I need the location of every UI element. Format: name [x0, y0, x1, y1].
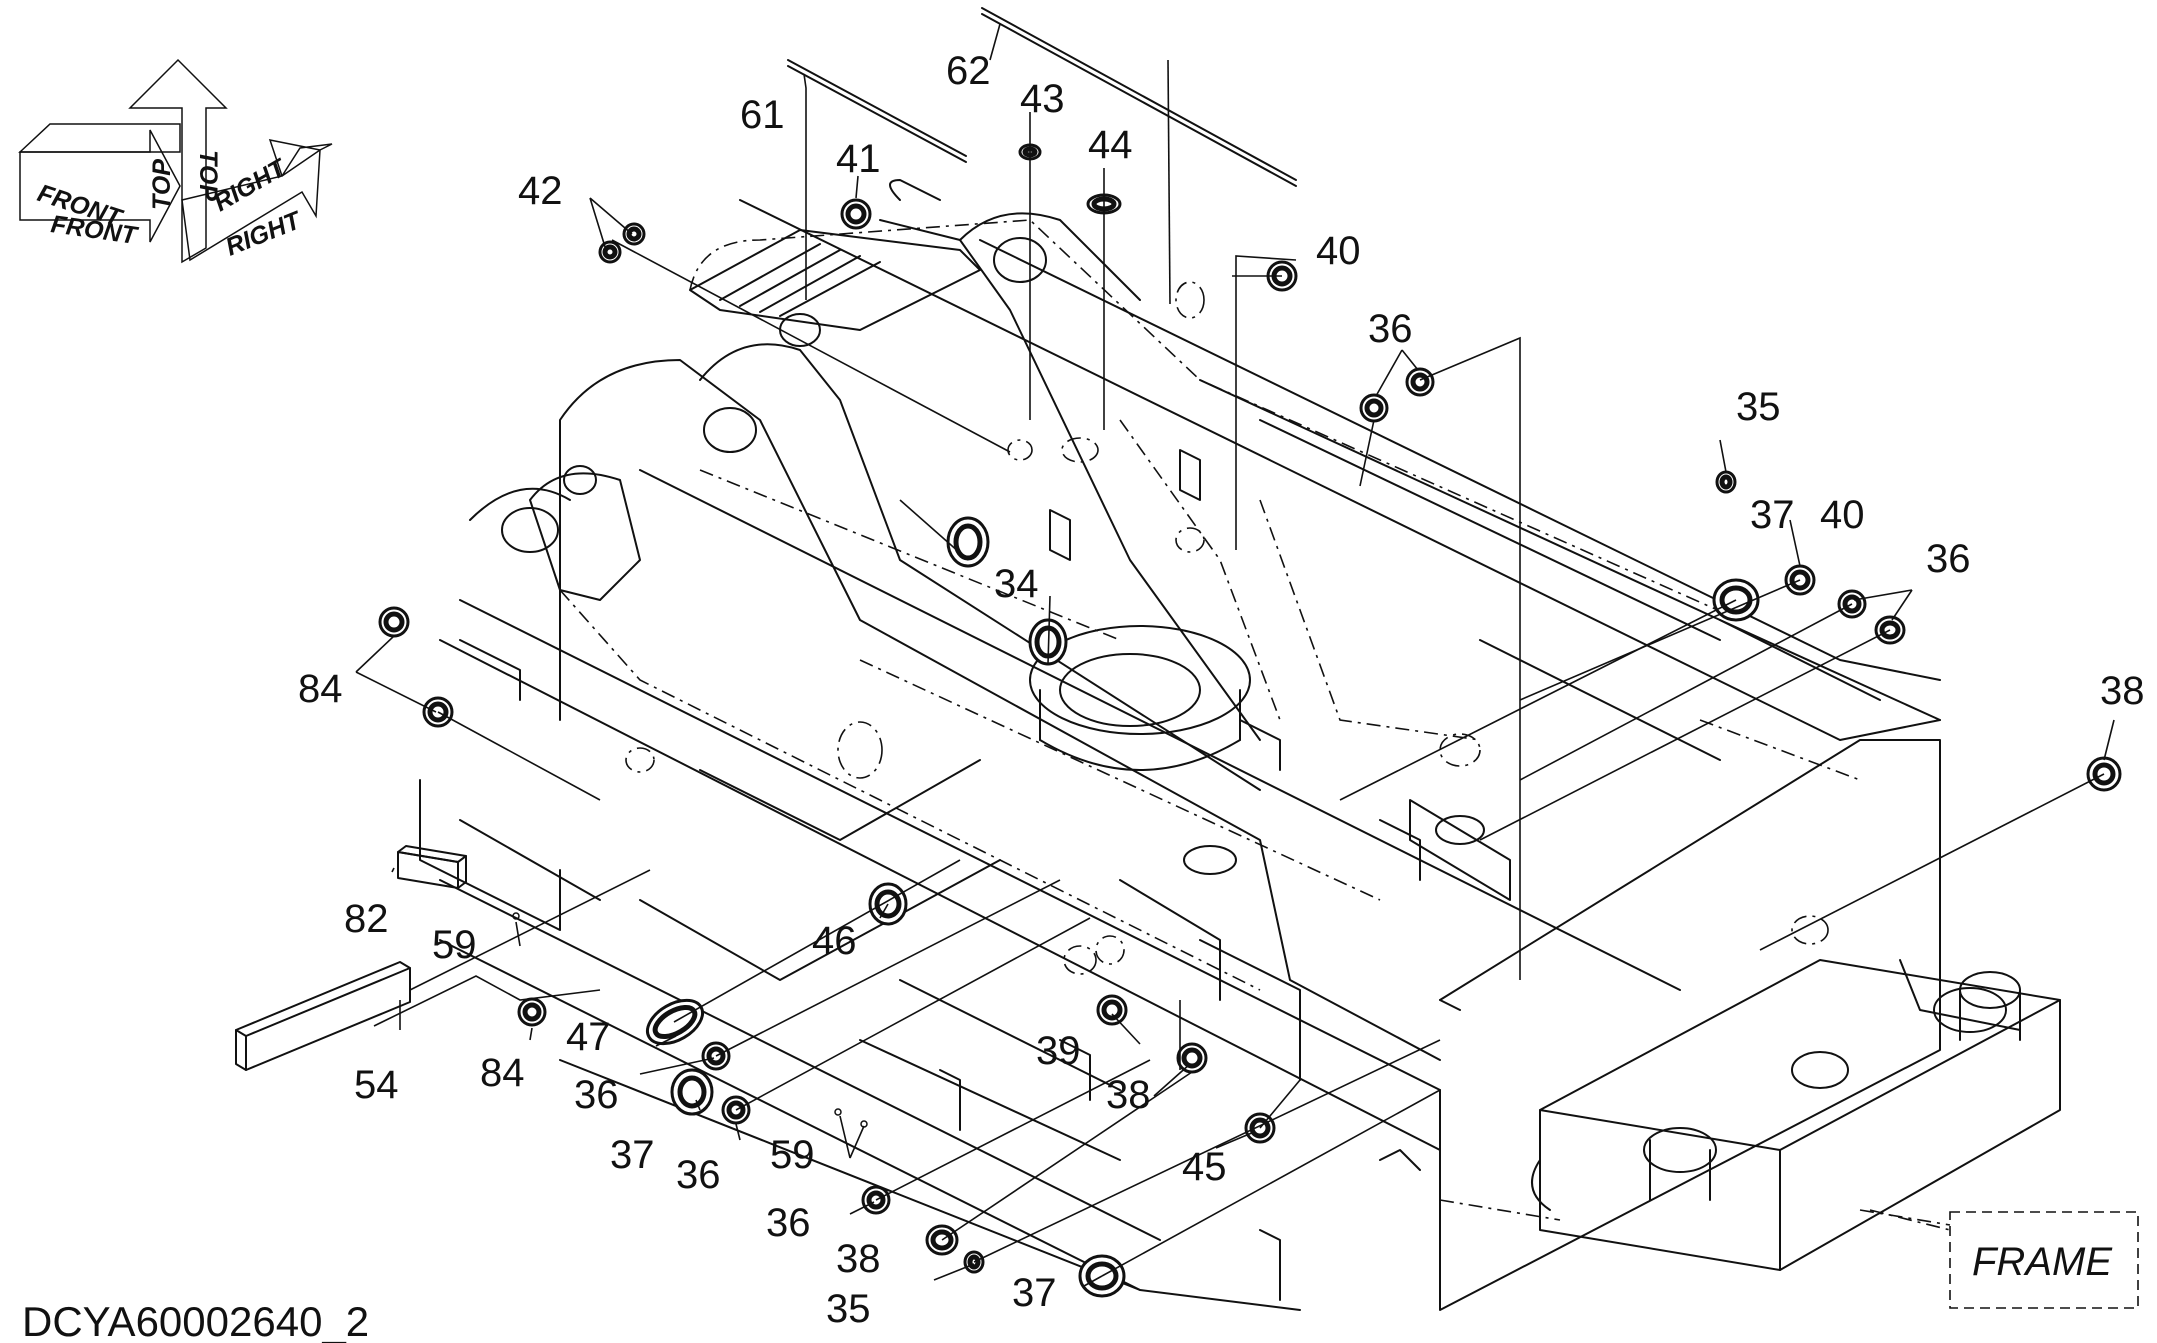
- frame-label: FRAME: [1972, 1240, 2113, 1284]
- front-label-lower: FRONT: [49, 210, 141, 250]
- callout-82: 82: [344, 897, 389, 941]
- callout-36-upper: 36: [1368, 307, 1413, 351]
- leader-lines: [355, 23, 2115, 1287]
- grommet-38b: [1176, 1042, 1208, 1074]
- callout-36-bottom: 36: [766, 1201, 811, 1245]
- grommet-39: [1096, 994, 1128, 1026]
- grommet-84c: [517, 997, 547, 1027]
- callout-37-right: 37: [1750, 493, 1795, 537]
- grommet-36a: [1359, 393, 1389, 423]
- orientation-indicator: FRONT FRONT TOP TOP RIGHT RIGHT: [18, 58, 333, 264]
- callout-41: 41: [836, 137, 881, 181]
- grommet-37b: [670, 1068, 714, 1116]
- grommet-34a: [946, 516, 990, 568]
- callout-35-bottom: 35: [826, 1287, 871, 1331]
- callout-84-bottom: 84: [480, 1051, 525, 1095]
- callout-37-left: 37: [610, 1133, 655, 1177]
- frame-drawing: [419, 179, 2061, 1311]
- callout-34: 34: [994, 562, 1039, 606]
- grommet-41: [840, 198, 872, 230]
- callout-36-mid: 36: [676, 1153, 721, 1197]
- hidden-outline: [559, 219, 1951, 1226]
- callout-36-right: 36: [1926, 537, 1971, 581]
- drawing-code: DCYA60002640_2: [22, 1298, 369, 1343]
- pad-82: [397, 845, 467, 889]
- grommet-36b: [1405, 367, 1435, 397]
- callout-38-right: 38: [2100, 669, 2145, 713]
- callout-40-right: 40: [1820, 493, 1865, 537]
- callout-61: 61: [740, 93, 785, 137]
- plate-54: [235, 961, 411, 1071]
- grommet-84a: [378, 606, 410, 638]
- grommet-42b: [622, 222, 646, 246]
- plate-61: [787, 59, 967, 163]
- callout-46: 46: [812, 919, 857, 963]
- callout-38-bottom: 38: [836, 1237, 881, 1281]
- callout-47: 47: [566, 1015, 611, 1059]
- top-label-inner: TOP: [148, 159, 176, 210]
- grommet-42a: [598, 240, 622, 264]
- callout-84-top: 84: [298, 667, 343, 711]
- callout-44: 44: [1088, 123, 1133, 167]
- callout-43: 43: [1020, 77, 1065, 121]
- plate-62: [981, 7, 1297, 187]
- callout-42: 42: [518, 169, 563, 213]
- pin-59a: [512, 912, 520, 920]
- callout-37-bottom: 37: [1012, 1271, 1057, 1315]
- callout-45: 45: [1182, 1145, 1227, 1189]
- callout-59-bottom: 59: [770, 1133, 815, 1177]
- grommet-36e: [701, 1041, 731, 1071]
- callout-35-top: 35: [1736, 385, 1781, 429]
- callout-39: 39: [1036, 1029, 1081, 1073]
- right-label-lower: RIGHT: [222, 205, 307, 261]
- callout-59-left: 59: [432, 923, 477, 967]
- callout-40-top: 40: [1316, 229, 1361, 273]
- callout-38-mid: 38: [1106, 1073, 1151, 1117]
- callout-36-left: 36: [574, 1073, 619, 1117]
- frame-box: FRAME: [1869, 1209, 2139, 1309]
- grommet-35-top: [1715, 470, 1737, 494]
- callout-62: 62: [946, 49, 991, 93]
- callout-54: 54: [354, 1063, 399, 1107]
- callout-labels: 34 35 35 36 36 36 36 36 37 37 37 38 38 3…: [298, 49, 2145, 1331]
- top-label-outer: TOP: [194, 150, 222, 201]
